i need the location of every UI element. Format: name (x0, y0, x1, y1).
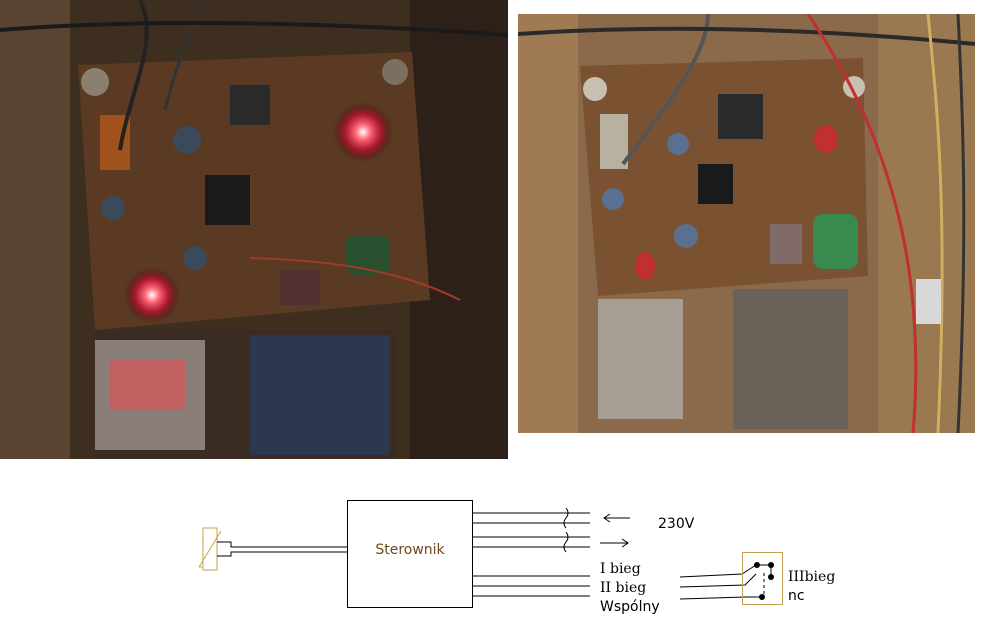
ic-chip (698, 164, 733, 204)
relay-right (733, 289, 848, 429)
controller-box (347, 500, 473, 608)
pcb-photo-unlit (518, 14, 975, 433)
switch-label-nc: nc (788, 588, 805, 604)
relay-left (598, 299, 683, 419)
wiring-diagram: Sterownik 230V I bieg II bieg Wspólny II… (0, 459, 1000, 634)
output-label-i-bieg: I bieg (600, 561, 641, 577)
arrow-right-icon (600, 538, 629, 548)
controller-label: Sterownik (375, 542, 445, 558)
pcb-photo-lit-graphic (0, 0, 508, 459)
screw-icon (382, 59, 408, 85)
relay-switch-icon (742, 552, 783, 605)
led-red-icon (124, 267, 180, 323)
pcb-photo-lit (0, 0, 508, 459)
screw-icon (583, 77, 607, 101)
screw-icon (81, 68, 109, 96)
output-label-wspolny: Wspólny (600, 599, 660, 615)
led-red-icon (635, 252, 655, 280)
voltage-label: 230V (658, 516, 695, 532)
pcb-photo-unlit-graphic (518, 14, 975, 433)
thermistor-icon (198, 527, 222, 571)
ic-chip (205, 175, 250, 225)
relay-right (250, 335, 390, 455)
wiring-diagram-lines (198, 500, 783, 608)
output-label-ii-bieg: II bieg (600, 580, 647, 596)
led-red-icon (333, 102, 393, 162)
switch-label-iiibieg: IIIbieg (788, 569, 836, 585)
arrow-left-icon (603, 513, 630, 523)
led-red-icon (814, 125, 838, 153)
